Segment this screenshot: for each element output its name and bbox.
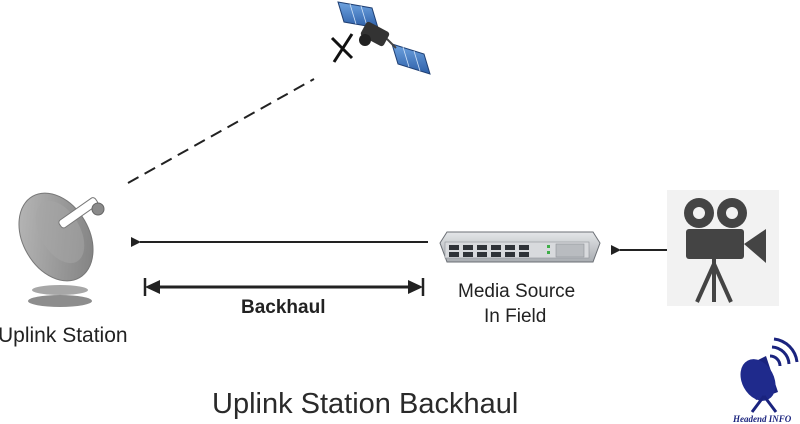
media-source-label-line1: Media Source — [458, 281, 576, 302]
uplink-station-label: Uplink Station — [0, 324, 128, 347]
video-camera-icon — [667, 190, 779, 306]
satellite-dish-icon — [18, 192, 105, 307]
media-source-label-line2: In Field — [484, 306, 547, 327]
network-switch-icon — [439, 231, 601, 263]
backhaul-span-arrow — [143, 278, 425, 296]
diagram-caption: Uplink Station Backhaul — [212, 388, 519, 420]
headend-info-logo — [740, 337, 799, 413]
media-source-label: Media Source In Field — [458, 279, 575, 329]
uplink-dashed-line — [127, 78, 315, 184]
logo-text: Headend INFO — [733, 414, 792, 424]
satellite-icon — [330, 1, 431, 75]
backhaul-label: Backhaul — [241, 297, 326, 318]
